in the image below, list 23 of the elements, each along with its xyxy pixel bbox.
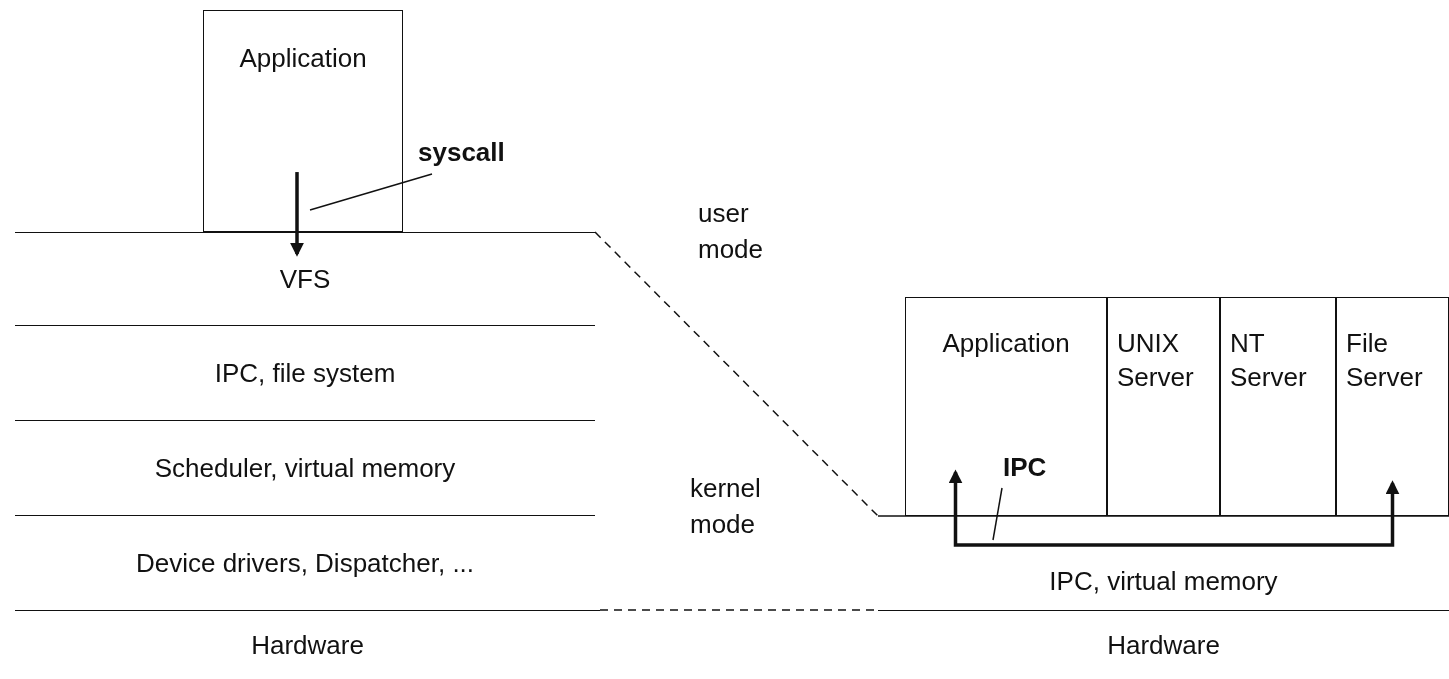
layer-label: UNIX Server [1117,327,1195,394]
edge-label: syscall [309,137,505,211]
arrow [948,469,1400,547]
layer-label: Hardware [1107,629,1220,661]
mode-label: kernel mode [690,472,762,541]
layer-box [1107,297,1220,516]
layer-box [203,10,403,232]
edge-label: IPC [992,452,1047,541]
layer-box [905,297,1107,516]
layer-label: Device drivers, Dispatcher, ... [135,547,475,579]
layer-label: Application [238,42,368,75]
layer-label: File Server [1346,327,1424,394]
layer-label: IPC, file system [214,357,396,389]
layer-label: Hardware [251,629,364,661]
layer-label: Application [941,327,1071,360]
layer-label: VFS [279,263,331,295]
layer-label: NT Server [1230,327,1308,394]
arrow [290,172,304,257]
layer-label: Scheduler, virtual memory [154,452,456,484]
layer-label: IPC, virtual memory [1049,565,1278,597]
layer-box [1220,297,1336,516]
layer-box [1336,297,1449,516]
mode-label: user mode [698,197,765,266]
